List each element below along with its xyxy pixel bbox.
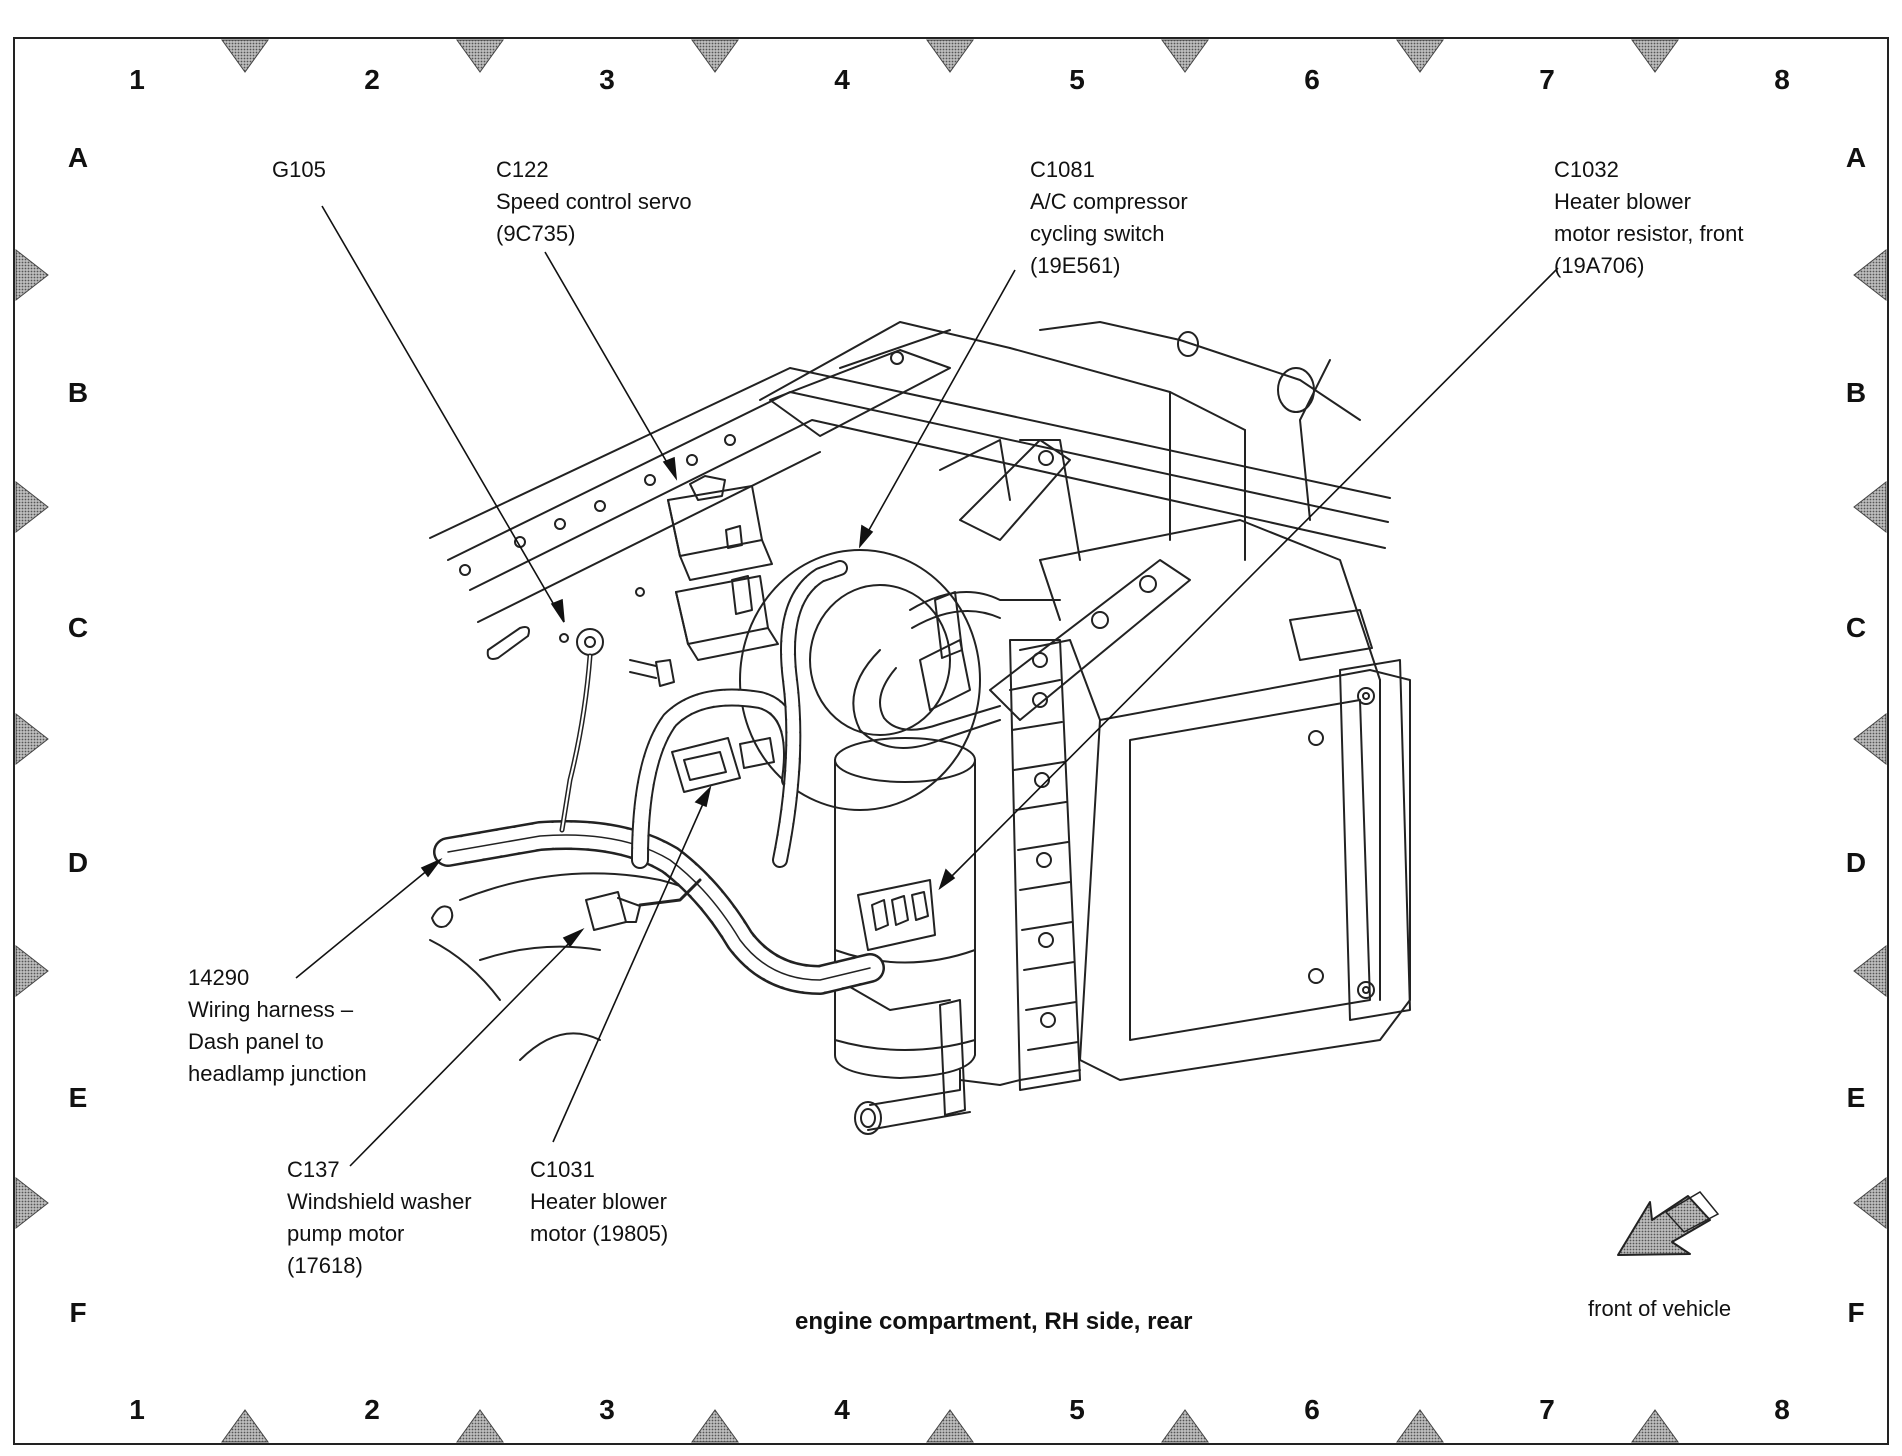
- grid-column-label-top: 8: [1774, 64, 1790, 95]
- callout-line: Wiring harness –: [188, 997, 354, 1022]
- callout-line: C137: [287, 1157, 340, 1182]
- callout-line: G105: [272, 157, 326, 182]
- grid-column-label-top: 2: [364, 64, 380, 95]
- callout-line: motor resistor, front: [1554, 221, 1744, 246]
- grid-column-label-top: 4: [834, 64, 850, 95]
- callout-g105: G105: [272, 154, 326, 186]
- callout-c122-speed-control-servo: C122 Speed control servo (9C735): [496, 154, 692, 250]
- callout-line: pump motor: [287, 1221, 405, 1246]
- grid-column-label-top: 3: [599, 64, 615, 95]
- grid-row-label-left: E: [68, 1082, 88, 1113]
- callout-line: Heater blower: [530, 1189, 667, 1214]
- callout-c1032-blower-resistor: C1032 Heater blower motor resistor, fron…: [1554, 154, 1744, 282]
- callout-c137-washer-pump: C137 Windshield washer pump motor (17618…: [287, 1154, 472, 1282]
- grid-row-label-left: C: [67, 612, 89, 643]
- top-divider-marks: [221, 39, 1679, 73]
- grid-column-label-bottom: 2: [364, 1394, 380, 1425]
- leader-lines: [295, 205, 1559, 1167]
- grid-row-label-right: E: [1846, 1082, 1866, 1113]
- callout-line: C1081: [1030, 157, 1095, 182]
- callout-line: (17618): [287, 1253, 363, 1278]
- callout-line: (19E561): [1030, 253, 1121, 278]
- callout-line: 14290: [188, 965, 250, 990]
- callout-line: headlamp junction: [188, 1061, 367, 1086]
- grid-column-label-top: 5: [1069, 64, 1085, 95]
- callout-line: (19A706): [1554, 253, 1645, 278]
- front-of-vehicle-label: front of vehicle: [1588, 1296, 1732, 1321]
- callout-line: C122: [496, 157, 549, 182]
- grid-row-label-left: A: [67, 142, 89, 173]
- grid-column-label-bottom: 7: [1539, 1394, 1555, 1425]
- engine-compartment-illustration: [429, 321, 1411, 1135]
- right-divider-marks: [1853, 248, 1887, 1230]
- grid-column-label-bottom: 6: [1304, 1394, 1320, 1425]
- callout-line: C1032: [1554, 157, 1619, 182]
- grid-row-label-right: F: [1847, 1297, 1865, 1328]
- callout-line: motor (19805): [530, 1221, 669, 1246]
- front-of-vehicle-arrow-icon: [1617, 1191, 1720, 1256]
- callout-line: (9C735): [496, 221, 576, 246]
- grid-row-label-left: B: [67, 377, 89, 408]
- wiring-harness-drawing: [433, 560, 885, 995]
- grid-row-label-right: A: [1845, 142, 1867, 173]
- callout-line: A/C compressor: [1030, 189, 1188, 214]
- callout-line: C1031: [530, 1157, 595, 1182]
- grid-row-label-left: D: [67, 847, 89, 878]
- bottom-divider-marks: [221, 1409, 1679, 1443]
- grid-column-label-bottom: 4: [834, 1394, 850, 1425]
- callout-c1081-ac-cycling-switch: C1081 A/C compressor cycling switch (19E…: [1030, 154, 1188, 282]
- grid-column-label-bottom: 3: [599, 1394, 615, 1425]
- diagram-title: engine compartment, RH side, rear: [795, 1308, 1193, 1335]
- page-border: [13, 37, 1889, 1445]
- callout-line: Windshield washer: [287, 1189, 472, 1214]
- callout-line: Dash panel to: [188, 1029, 324, 1054]
- grid-column-label-bottom: 1: [129, 1394, 145, 1425]
- grid-column-label-bottom: 8: [1774, 1394, 1790, 1425]
- callout-line: cycling switch: [1030, 221, 1165, 246]
- grid-row-label-left: F: [69, 1297, 87, 1328]
- grid-column-label-bottom: 5: [1069, 1394, 1085, 1425]
- left-divider-marks: [15, 248, 49, 1230]
- callout-c1031-blower-motor: C1031 Heater blower motor (19805): [530, 1154, 668, 1250]
- grid-column-label-top: 6: [1304, 64, 1320, 95]
- grid-row-label-right: C: [1845, 612, 1867, 643]
- callout-line: Heater blower: [1554, 189, 1691, 214]
- callout-line: Speed control servo: [496, 189, 692, 214]
- grid-row-label-right: B: [1845, 377, 1867, 408]
- grid-column-label-top: 7: [1539, 64, 1555, 95]
- callout-14290-wiring-harness: 14290 Wiring harness – Dash panel to hea…: [188, 962, 367, 1090]
- grid-row-label-right: D: [1845, 847, 1867, 878]
- grid-column-label-top: 1: [129, 64, 145, 95]
